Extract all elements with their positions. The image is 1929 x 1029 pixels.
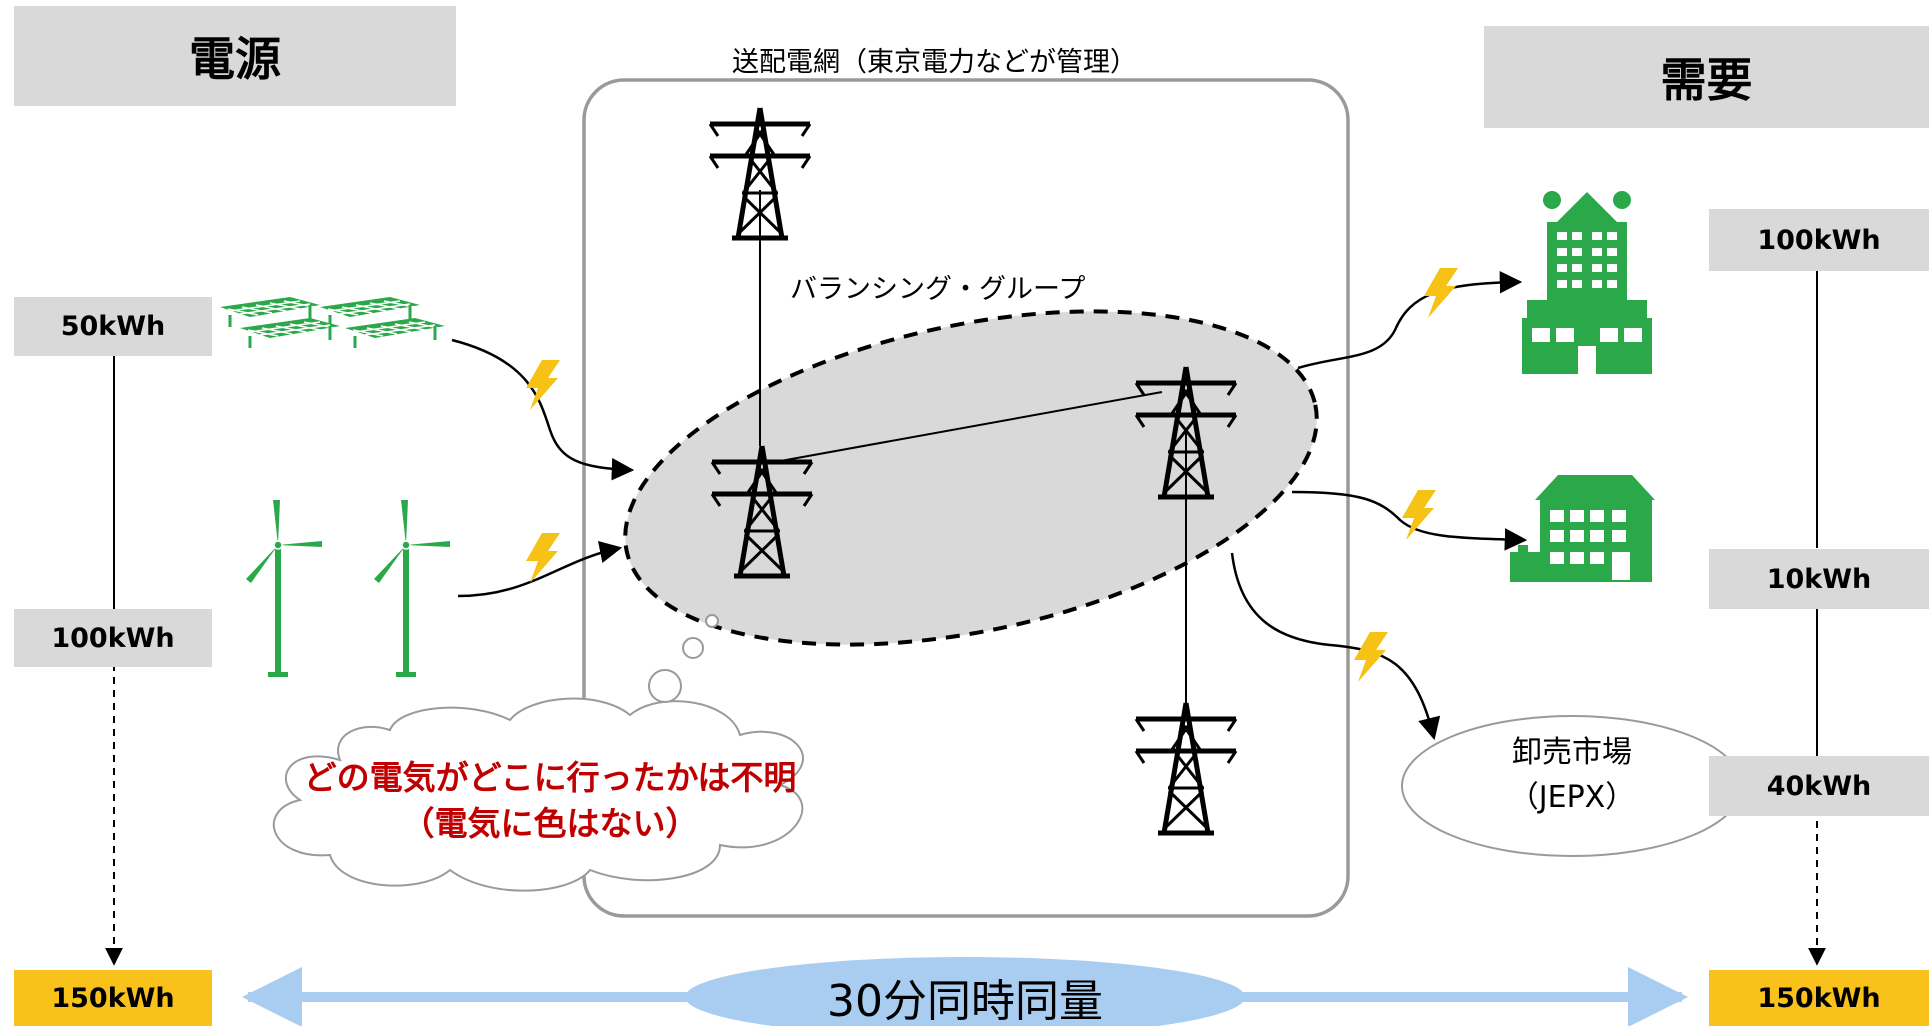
- wind-value: 100kWh: [14, 609, 212, 667]
- grid-to-office-arrow: [1297, 271, 1523, 370]
- pylon-icon: [1136, 703, 1236, 833]
- solar-value: 50kWh: [14, 297, 212, 356]
- cloud-line-1: どの電気がどこに行ったかは不明: [303, 758, 797, 797]
- market-value: 40kWh: [1709, 756, 1929, 816]
- market-line-1: 卸売市場: [1512, 735, 1632, 770]
- balancing-group-label: バランシング・グループ: [790, 274, 1086, 305]
- solar-to-grid-arrow: [451, 338, 635, 481]
- wind-to-grid-arrow: [457, 540, 623, 598]
- balancing-group-ellipse: [623, 309, 1319, 647]
- demand-total: 150kWh: [1709, 970, 1929, 1026]
- solar-panel-icon: [343, 316, 447, 350]
- cloud-line-2: （電気に色はない）: [401, 804, 699, 844]
- lightning-icon: [1424, 268, 1458, 318]
- wind-turbine-icon: [246, 500, 322, 677]
- supply-title: 電源: [189, 32, 281, 86]
- grid-boundary: [582, 78, 1350, 918]
- solar-panel-icon: [238, 316, 342, 350]
- sync-ellipse: [685, 957, 1245, 1026]
- thought-cloud: [272, 614, 804, 892]
- demand-title: 需要: [1660, 53, 1753, 107]
- supply-total: 150kWh: [14, 970, 212, 1026]
- cloud-message: どの電気がどこに行ったかは不明 （電気に色はない）: [255, 755, 845, 847]
- office-value: 100kWh: [1709, 209, 1929, 271]
- supply-header: 電源: [14, 6, 456, 106]
- grid-to-market-arrow: [1230, 552, 1441, 741]
- grid-to-house-arrow: [1291, 490, 1528, 551]
- office-building-icon: [1522, 191, 1652, 374]
- power-line: [774, 391, 1163, 463]
- sync-label: 30分同時同量: [827, 976, 1103, 1027]
- grid-label: 送配電網（東京電力などが管理）: [732, 47, 1137, 78]
- house-value: 10kWh: [1709, 549, 1929, 609]
- lightning-icon: [526, 360, 560, 410]
- demand-header: 需要: [1484, 26, 1929, 128]
- market-label: 卸売市場 （JEPX）: [1432, 730, 1712, 820]
- market-line-2: （JEPX）: [1508, 780, 1636, 815]
- wind-turbine-icon: [374, 500, 450, 677]
- house-icon: [1510, 475, 1655, 582]
